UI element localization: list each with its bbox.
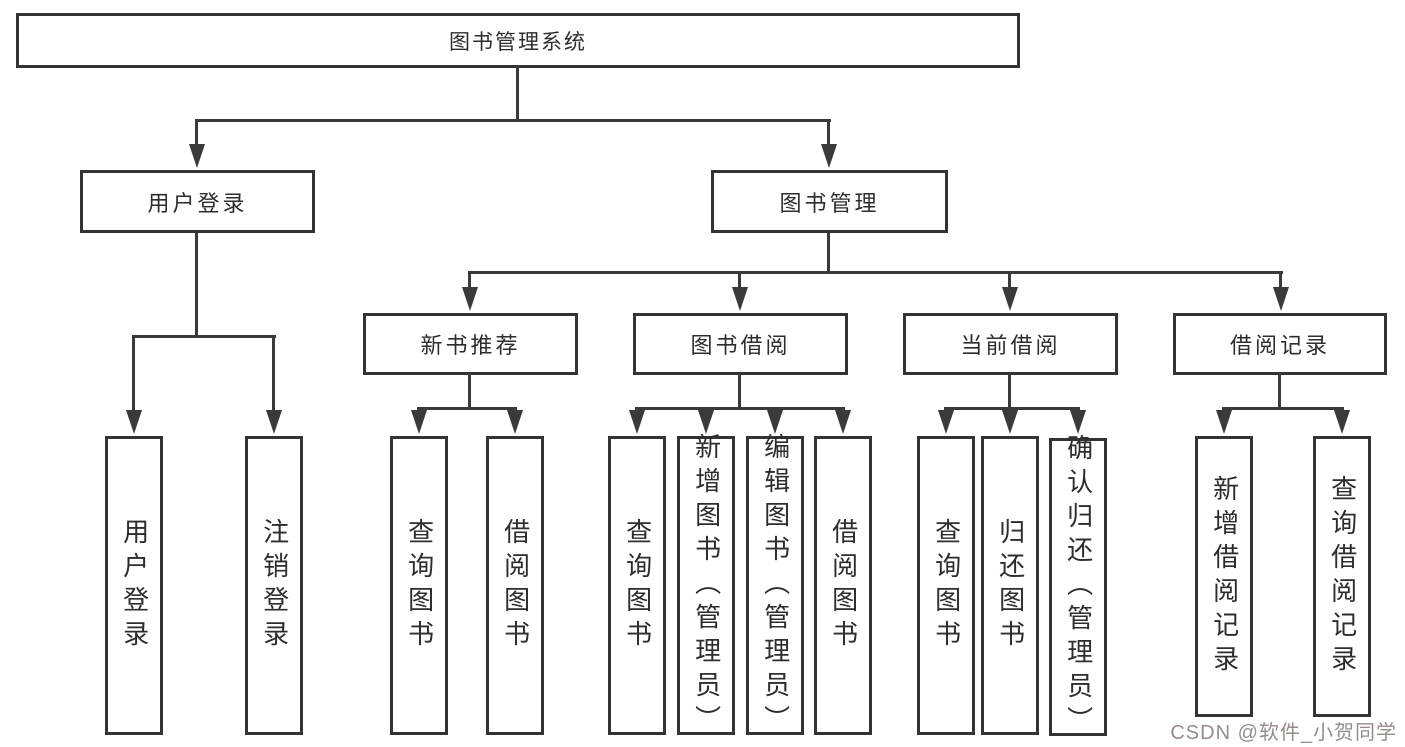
node-label: 借阅图书 <box>500 517 531 654</box>
arrowhead-down-icon <box>1334 410 1350 434</box>
node-book-management: 图书管理 <box>711 170 948 233</box>
arrowhead-down-icon <box>1216 410 1232 434</box>
connector-line <box>738 271 741 291</box>
connector-line <box>468 373 471 409</box>
arrowhead-down-icon <box>411 410 427 434</box>
node-leaf-confirm-return-admin: 确认归还（管理员） <box>1049 434 1107 740</box>
connector-line <box>195 119 198 147</box>
node-leaf-query-books: 查询图书 <box>390 436 448 735</box>
arrowhead-down-icon <box>835 410 851 434</box>
arrowhead-down-icon <box>821 144 837 168</box>
node-leaf-add-borrow-record: 新增借阅记录 <box>1195 436 1253 717</box>
arrowhead-down-icon <box>189 144 205 168</box>
connector-line <box>827 231 830 274</box>
arrowhead-down-icon <box>629 410 645 434</box>
arrowhead-down-icon <box>1070 410 1086 434</box>
node-leaf-query-books: 查询图书 <box>608 436 666 735</box>
connector-line <box>516 66 519 122</box>
connector-line <box>468 271 1283 274</box>
arrowhead-down-icon <box>938 410 954 434</box>
connector-line <box>738 373 741 409</box>
connector-line <box>1008 373 1011 409</box>
node-leaf-return-books: 归还图书 <box>981 436 1039 735</box>
node-leaf-logout: 注销登录 <box>245 436 303 735</box>
connector-line <box>1222 407 1344 410</box>
node-label: 注销登录 <box>259 517 290 654</box>
node-label: 新增借阅记录 <box>1209 474 1240 679</box>
connector-line <box>417 407 517 410</box>
node-label: 查询图书 <box>404 517 435 654</box>
node-root: 图书管理系统 <box>16 13 1020 68</box>
node-leaf-query-borrow-record: 查询借阅记录 <box>1313 436 1371 717</box>
connector-line <box>635 407 845 410</box>
node-label: 用户登录 <box>119 517 150 654</box>
arrowhead-down-icon <box>1002 287 1018 311</box>
arrowhead-down-icon <box>732 287 748 311</box>
connector-line <box>468 271 471 291</box>
connector-line <box>1279 271 1282 291</box>
node-label: 编辑图书（管理员） <box>760 432 791 739</box>
arrowhead-down-icon <box>1002 410 1018 434</box>
connector-line <box>1278 373 1281 409</box>
connector-line <box>272 335 275 412</box>
node-leaf-query-books: 查询图书 <box>917 436 975 735</box>
arrowhead-down-icon <box>126 410 142 434</box>
node-leaf-add-books-admin: 新增图书（管理员） <box>677 433 735 739</box>
node-label: 借阅图书 <box>828 517 859 654</box>
connector-line <box>196 119 831 122</box>
arrowhead-down-icon <box>507 410 523 434</box>
node-new-book-recommendation: 新书推荐 <box>363 313 578 375</box>
node-label: 查询图书 <box>622 517 653 654</box>
connector-line <box>132 335 135 412</box>
node-leaf-user-login: 用户登录 <box>105 436 163 735</box>
node-label: 查询借阅记录 <box>1327 474 1358 679</box>
arrowhead-down-icon <box>698 410 714 434</box>
node-label: 新增图书（管理员） <box>691 432 722 739</box>
node-label: 查询图书 <box>931 517 962 654</box>
connector-line <box>944 407 1080 410</box>
connector-line <box>1008 271 1011 291</box>
connector-line <box>827 119 830 147</box>
node-leaf-borrow-books: 借阅图书 <box>814 436 872 735</box>
connector-line <box>195 231 198 337</box>
arrowhead-down-icon <box>767 410 783 434</box>
arrowhead-down-icon <box>462 287 478 311</box>
node-user-login: 用户登录 <box>80 170 315 233</box>
node-label: 归还图书 <box>995 517 1026 654</box>
node-current-borrowing: 当前借阅 <box>903 313 1118 375</box>
node-leaf-edit-books-admin: 编辑图书（管理员） <box>746 433 804 739</box>
arrowhead-down-icon <box>1273 287 1289 311</box>
connector-line <box>132 335 276 338</box>
node-borrow-records: 借阅记录 <box>1173 313 1387 375</box>
node-leaf-borrow-books: 借阅图书 <box>486 436 544 735</box>
node-book-borrowing: 图书借阅 <box>633 313 848 375</box>
arrowhead-down-icon <box>266 410 282 434</box>
node-label: 确认归还（管理员） <box>1063 434 1094 740</box>
csdn-watermark: CSDN @软件_小贺同学 <box>1170 722 1397 744</box>
